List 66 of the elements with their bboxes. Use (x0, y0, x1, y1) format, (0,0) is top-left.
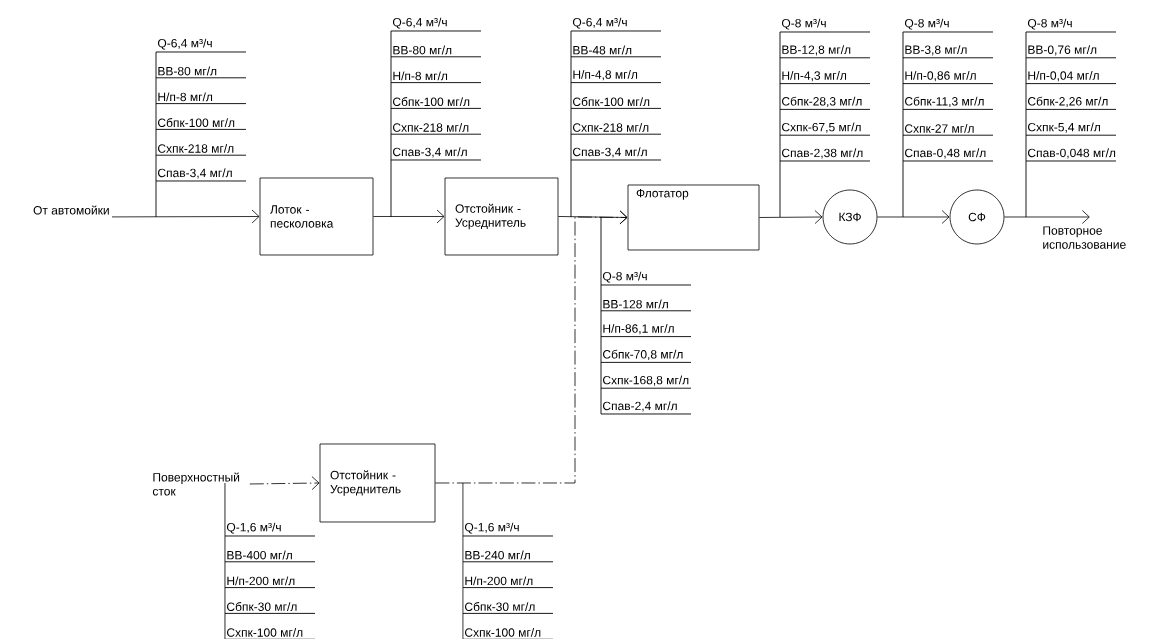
parameter-label: ВВ-3,8 мг/л (905, 45, 967, 56)
parameter-label: ВВ-12,8 мг/л (782, 45, 851, 56)
parameter-label: Н/п-4,8 мг/л (573, 69, 638, 81)
parameter-label: ВВ-400 мг/л (227, 550, 292, 560)
parameter-label: Схпк-27 мг/л (905, 124, 974, 133)
process-box: Отстойник - Усреднитель (444, 177, 559, 256)
parameter-label: ВВ-80 мг/л (393, 45, 452, 55)
flow-arrow (877, 210, 950, 224)
parameter-label: Сбпк-30 мг/л (227, 602, 297, 611)
flow-label: Поверхностный сток (152, 472, 240, 496)
process-box: Флотатор (627, 184, 760, 251)
parameter-label: Спав-3,4 мг/л (393, 147, 467, 158)
process-box: Отстойник - Усреднитель (319, 443, 436, 523)
parameter-label: Q-8 м³/ч (602, 271, 647, 283)
parameter-label: Н/п-8 мг/л (158, 92, 213, 102)
parameter-label: ВВ-240 мг/л (465, 550, 530, 560)
parameter-label: ВВ-80 мг/л (158, 66, 217, 76)
parameter-label: Сбпк-70,8 мг/л (603, 349, 683, 360)
parameter-label: ВВ-48 мг/л (573, 45, 632, 55)
parameter-label: Схпк-67,5 мг/л (782, 122, 861, 133)
parameter-label: Схпк-218 мг/л (573, 123, 649, 132)
flow-arrow (1004, 210, 1090, 224)
parameter-label: Q-8 м³/ч (1027, 18, 1072, 30)
parameter-label: Сбпк-2,26 мг/л (1028, 96, 1108, 107)
flow-arrow (435, 210, 628, 484)
parameter-label: Q-1,6 м³/ч (464, 522, 519, 534)
parameter-label: Спав-0,048 мг/л (1028, 148, 1116, 159)
process-box: Лоток - песколовка (259, 177, 374, 256)
flow-arrow (373, 209, 445, 224)
parameter-label: Схпк-168,8 мг/л (603, 375, 689, 386)
parameter-label: Н/п-8 мг/л (393, 71, 448, 81)
flow-label: От автомойки (33, 205, 109, 215)
parameter-label: Н/п-200 мг/л (227, 576, 295, 586)
parameter-label: Схпк-218 мг/л (158, 144, 234, 153)
parameter-label: Q-6,4 м³/ч (158, 38, 212, 50)
parameter-label: Спав-3,4 мг/л (158, 168, 232, 179)
parameter-label: Сбпк-30 мг/л (465, 602, 535, 611)
parameter-label: Q-8 м³/ч (904, 18, 949, 30)
parameter-label: Н/п-0,04 мг/л (1028, 70, 1099, 82)
parameter-label: Н/п-4,3 мг/л (782, 70, 847, 82)
parameter-label: ВВ-0,76 мг/л (1028, 45, 1097, 56)
parameter-label: Q-1,6 м³/ч (227, 522, 281, 534)
parameter-label: Спав-2,38 мг/л (782, 148, 863, 159)
parameter-label: Спав-2,4 мг/л (603, 401, 677, 412)
parameter-label: Сбпк-11,3 мг/л (905, 96, 984, 107)
flow-arrow (111, 209, 260, 224)
parameter-label: Q-6,4 м³/ч (572, 17, 627, 29)
parameter-label: Сбпк-100 мг/л (393, 97, 470, 106)
parameter-label: Схпк-218 мг/л (393, 123, 469, 132)
parameter-label: Сбпк-28,3 мг/л (782, 96, 862, 107)
parameter-label: Сбпк-100 мг/л (573, 97, 650, 106)
parameter-label: Н/п-0,86 мг/л (905, 70, 976, 82)
parameter-label: ВВ-128 мг/л (603, 299, 668, 309)
parameter-label: Спав-0,48 мг/л (905, 148, 986, 159)
parameter-label: Н/п-200 мг/л (465, 576, 533, 586)
parameter-label: Спав-3,4 мг/л (573, 147, 647, 158)
parameter-label: Н/п-86,1 мг/л (603, 323, 674, 335)
parameter-label: Q-6,4 м³/ч (392, 17, 447, 29)
parameter-label: Сбпк-100 мг/л (158, 118, 235, 127)
flow-label: Повторное использование (1043, 226, 1126, 249)
parameter-label: Схпк-5,4 мг/л (1028, 122, 1100, 133)
parameter-label: Схпк-100 мг/л (227, 628, 303, 637)
flow-arrow (759, 210, 823, 224)
parameter-label: Схпк-100 мг/л (465, 628, 541, 637)
parameter-label: Q-8 м³/ч (781, 18, 826, 30)
flow-arrow (249, 476, 320, 490)
